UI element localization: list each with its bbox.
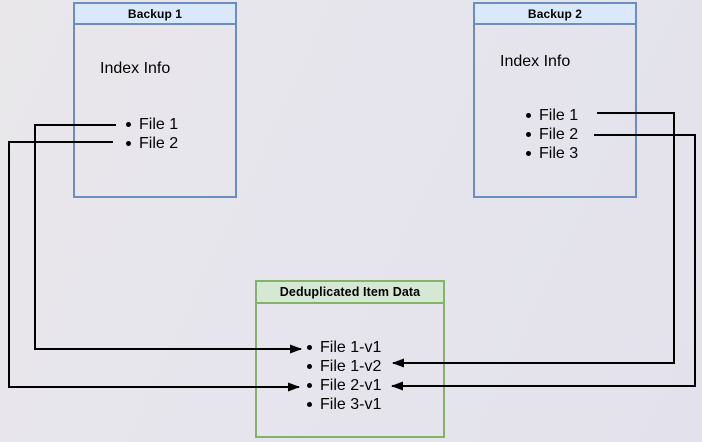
bullet-icon xyxy=(307,402,312,407)
file-label: File 3 xyxy=(539,144,579,162)
bullet-icon xyxy=(526,113,531,118)
backup1-box: Backup 1 Index Info File 1 File 2 xyxy=(73,2,237,198)
file-label: File 2 xyxy=(539,125,579,143)
list-item: File 1 xyxy=(475,106,635,125)
bullet-icon xyxy=(126,122,131,127)
dedup-item-label: File 2-v1 xyxy=(320,376,382,394)
list-item: File 1-v2 xyxy=(257,357,443,376)
list-item: File 2 xyxy=(475,125,635,144)
list-item: File 1-v1 xyxy=(257,338,443,357)
dedup-item-label: File 1-v2 xyxy=(320,357,382,375)
backup1-title: Backup 1 xyxy=(75,4,235,25)
bullet-icon xyxy=(307,345,312,350)
file-label: File 2 xyxy=(139,134,179,152)
list-item: File 3 xyxy=(475,144,635,163)
backup1-file-list: File 1 File 2 xyxy=(75,115,235,153)
backup2-index-info-label: Index Info xyxy=(500,53,571,70)
backup2-box: Backup 2 Index Info File 1 File 2 File 3 xyxy=(473,2,637,198)
list-item: File 2 xyxy=(75,134,235,153)
dedup-item-label: File 1-v1 xyxy=(320,338,382,356)
bullet-icon xyxy=(126,141,131,146)
backup2-file-list: File 1 File 2 File 3 xyxy=(475,106,635,163)
dedup-item-label: File 3-v1 xyxy=(320,395,382,413)
list-item: File 1 xyxy=(75,115,235,134)
list-item: File 2-v1 xyxy=(257,376,443,395)
file-label: File 1 xyxy=(539,106,579,124)
bullet-icon xyxy=(307,383,312,388)
list-item: File 3-v1 xyxy=(257,395,443,414)
dedup-item-list: File 1-v1 File 1-v2 File 2-v1 File 3-v1 xyxy=(257,338,443,414)
bullet-icon xyxy=(526,132,531,137)
bullet-icon xyxy=(307,364,312,369)
backup2-title: Backup 2 xyxy=(475,4,635,25)
dedup-title: Deduplicated Item Data xyxy=(257,282,443,304)
bullet-icon xyxy=(526,151,531,156)
file-label: File 1 xyxy=(139,115,179,133)
backup1-index-info-label: Index Info xyxy=(100,60,171,77)
deduplicated-item-data-box: Deduplicated Item Data File 1-v1 File 1-… xyxy=(255,280,445,438)
